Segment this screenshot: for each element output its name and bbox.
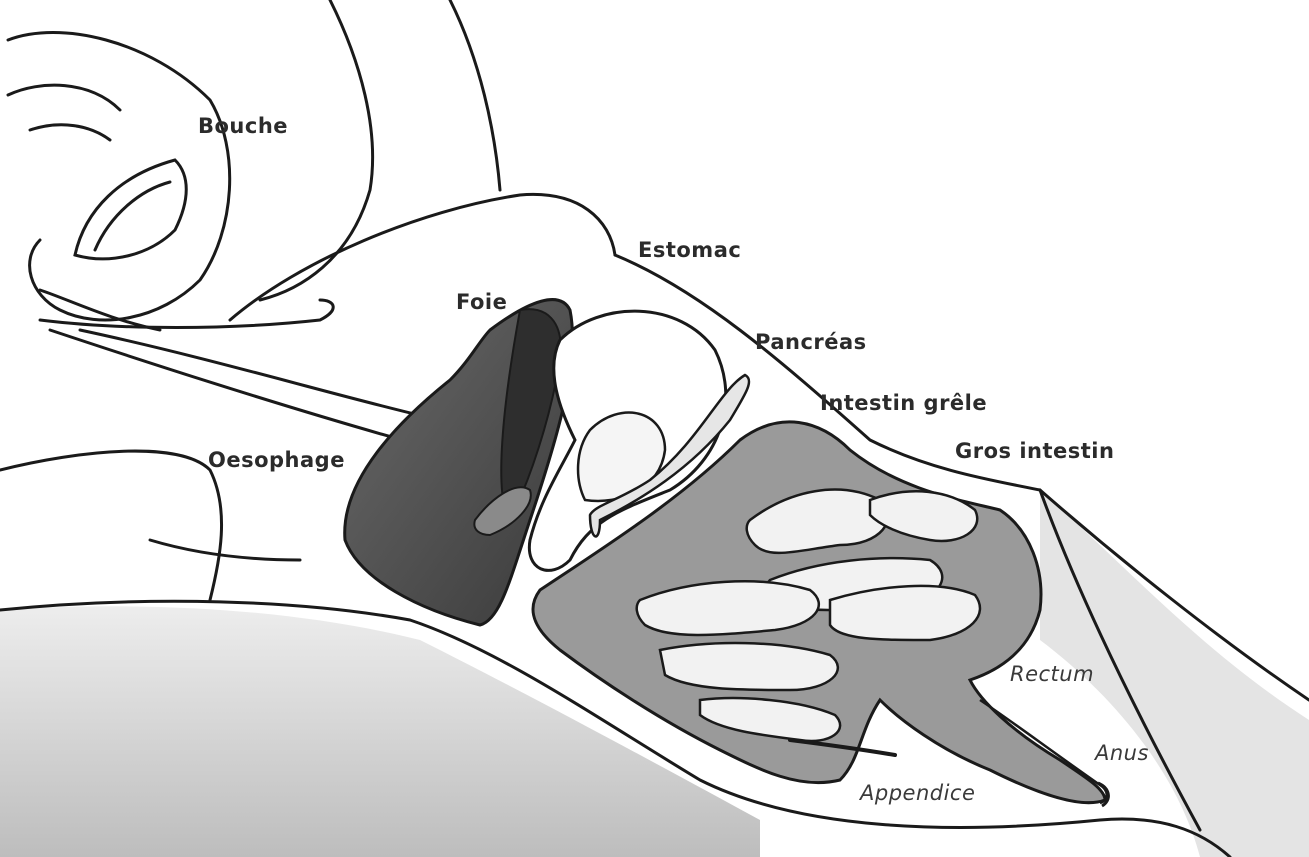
label-foie: Foie [456,290,507,314]
label-intestin-grele: Intestin grêle [820,391,987,415]
label-pancreas: Pancréas [755,330,867,354]
label-rectum: Rectum [1010,662,1094,686]
label-anus: Anus [1095,741,1149,765]
label-appendice: Appendice [860,781,975,805]
label-bouche: Bouche [198,114,288,138]
label-estomac: Estomac [638,238,741,262]
label-gros-intestin: Gros intestin [955,439,1114,463]
label-oesophage: Oesophage [208,448,345,472]
